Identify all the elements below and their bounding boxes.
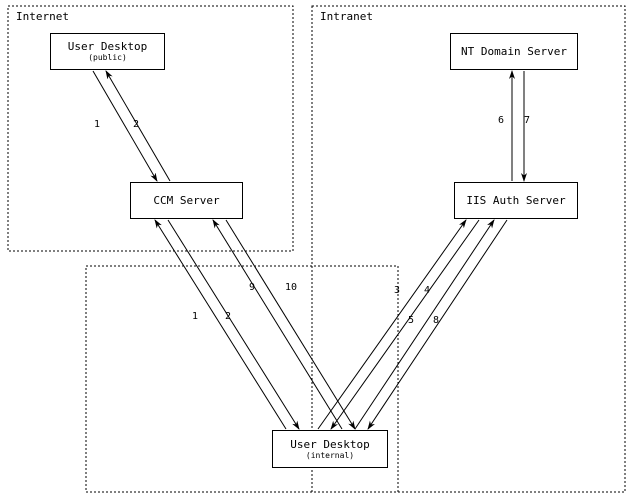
edge-label-edge-1-internal: 1	[192, 311, 199, 322]
node-title: IIS Auth Server	[466, 194, 566, 207]
edge-edge-4	[330, 219, 480, 430]
node-subtitle: (public)	[88, 53, 127, 62]
node-iis-auth-server[interactable]: IIS Auth Server	[454, 182, 578, 219]
node-title: NT Domain Server	[461, 45, 567, 58]
edge-edge-1-public	[92, 70, 158, 182]
zone-boundary-internet	[7, 5, 294, 252]
edge-edge-1-internal	[154, 219, 287, 430]
zone-label-internet: Internet	[16, 10, 69, 23]
edge-label-edge-3: 3	[394, 285, 401, 296]
edge-edge-9	[212, 219, 343, 430]
zone-rect-group	[7, 5, 626, 493]
node-user-desktop-internal[interactable]: User Desktop (internal)	[272, 430, 388, 468]
zone-label-intranet: Intranet	[320, 10, 373, 23]
edge-edge-3	[317, 219, 467, 430]
node-title: CCM Server	[153, 194, 220, 207]
edge-edge-5	[354, 219, 495, 430]
edge-label-edge-9: 9	[249, 282, 256, 293]
zone-boundary-intranet	[311, 5, 626, 493]
edge-label-edge-7: 7	[524, 115, 531, 126]
edge-edge-2-internal	[167, 219, 300, 430]
edge-label-edge-2-internal: 2	[225, 311, 232, 322]
edge-edge-8	[367, 219, 508, 430]
edge-label-edge-10: 10	[285, 282, 298, 293]
edge-label-edge-2-public: 2	[133, 119, 140, 130]
edge-label-edge-6: 6	[498, 115, 505, 126]
node-user-desktop-public[interactable]: User Desktop (public)	[50, 33, 165, 70]
edge-label-edge-8: 8	[433, 315, 440, 326]
node-subtitle: (internal)	[305, 450, 355, 460]
edge-edge-10	[225, 219, 356, 430]
edge-label-edge-5: 5	[408, 315, 415, 326]
edge-label-edge-4: 4	[424, 285, 431, 296]
edge-line-group	[92, 70, 527, 430]
edge-edge-2-public	[105, 70, 171, 182]
zone-boundary-internal-zone	[85, 265, 399, 493]
node-ccm-server[interactable]: CCM Server	[130, 182, 243, 219]
edge-label-edge-1-public: 1	[94, 119, 101, 130]
node-title: User Desktop	[67, 40, 148, 53]
node-nt-domain-server[interactable]: NT Domain Server	[450, 33, 578, 70]
node-title: User Desktop	[290, 437, 370, 451]
